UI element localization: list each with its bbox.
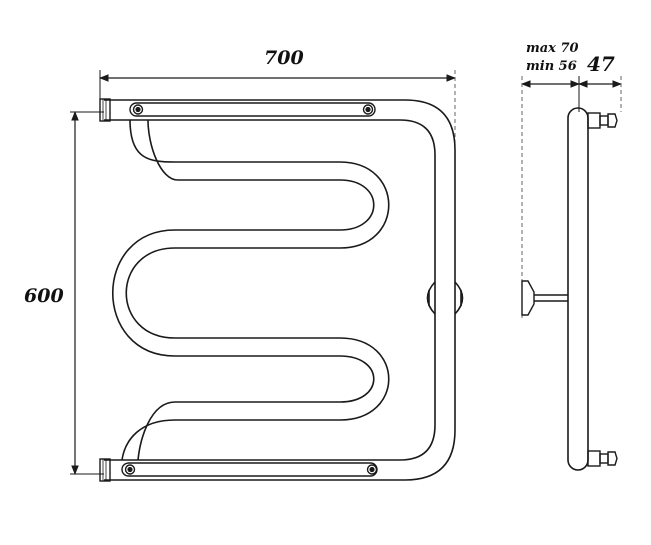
top-connection-bracket (99, 98, 376, 122)
top-fitting (587, 112, 618, 129)
height-label: 600 (24, 285, 64, 307)
offset-min-label: min 56 (526, 59, 577, 74)
wall-mount-hub (426, 281, 464, 315)
side-tube-profile (567, 107, 589, 471)
depth-label: 47 (587, 52, 615, 76)
side-wall-bracket (521, 280, 568, 316)
width-label: 700 (264, 47, 304, 69)
serpentine-coil-outer (121, 119, 390, 461)
outer-frame-tube-outer (104, 99, 456, 481)
outer-frame-tube-inner (104, 119, 436, 461)
front-view (70, 70, 464, 482)
bottom-fitting (587, 450, 618, 467)
bottom-connection-bracket (99, 458, 378, 482)
height-dimension (70, 111, 104, 475)
offset-max-label: max 70 (526, 41, 579, 56)
depth-dimension (578, 76, 622, 112)
side-view (521, 76, 622, 471)
serpentine-coil-inner (111, 119, 375, 461)
